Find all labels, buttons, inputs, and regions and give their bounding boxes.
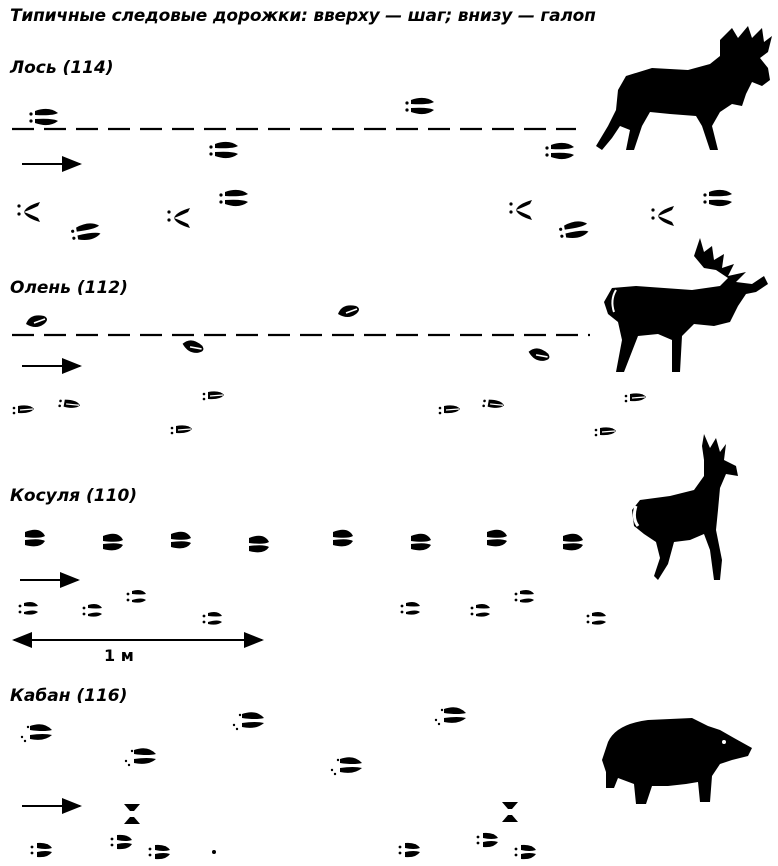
label-moose: Лось (114) bbox=[10, 58, 114, 78]
boar-gallop-tracks bbox=[30, 802, 536, 860]
red-deer-silhouette bbox=[604, 238, 768, 372]
label-red-deer: Олень (112) bbox=[10, 278, 128, 298]
boar-walk-tracks bbox=[20, 707, 466, 776]
roe-deer-walk-tracks bbox=[25, 529, 583, 553]
figure-title: Типичные следовые дорожки: вверху — шаг;… bbox=[10, 6, 596, 26]
label-boar: Кабан (116) bbox=[10, 686, 128, 706]
roe-deer-silhouette bbox=[632, 434, 738, 580]
moose-silhouette bbox=[596, 26, 772, 150]
label-roe-deer: Косуля (110) bbox=[10, 486, 138, 506]
red-deer-gallop-tracks bbox=[12, 390, 647, 437]
roe-deer-gallop-tracks bbox=[18, 590, 606, 625]
scale-label: 1 м bbox=[104, 646, 134, 665]
boar-silhouette bbox=[602, 718, 752, 804]
